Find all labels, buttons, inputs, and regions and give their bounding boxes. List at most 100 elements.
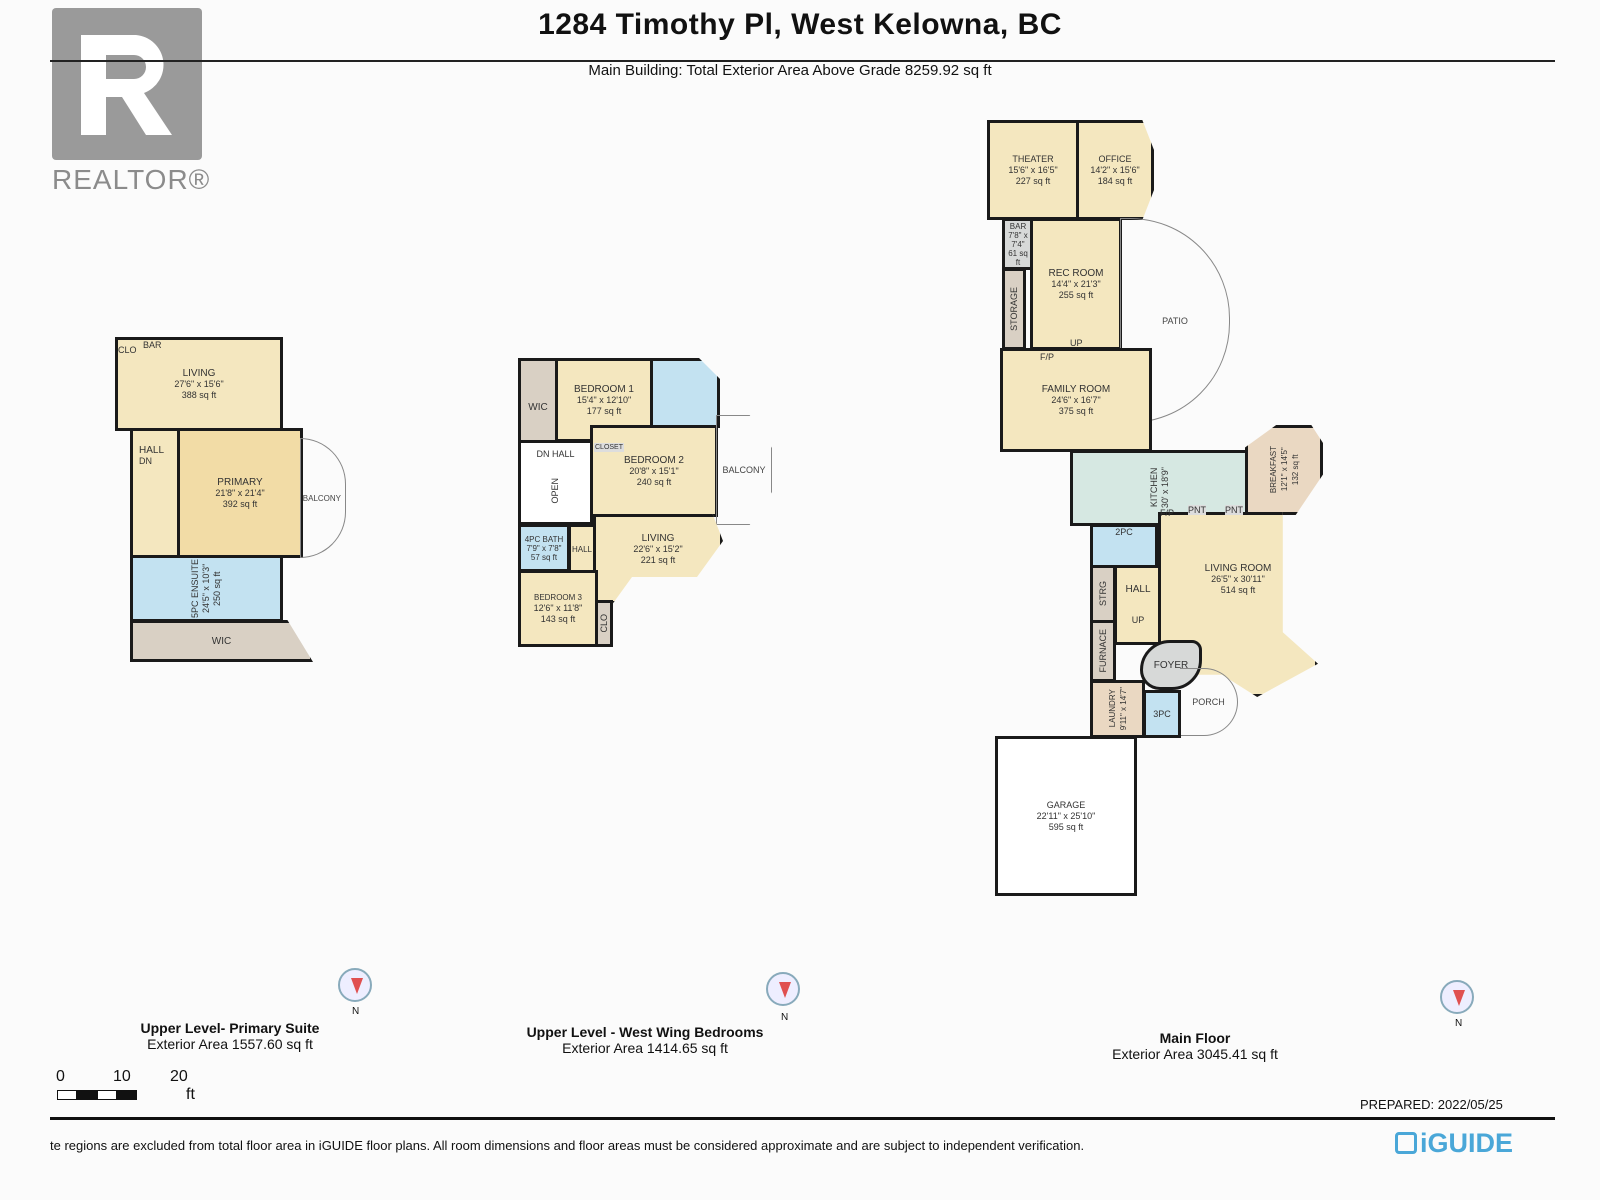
room-bedroom-2: BEDROOM 2 20'8" x 15'1" 240 sq ft: [590, 425, 718, 517]
room-dims: 15'6" x 16'5": [1008, 164, 1058, 175]
patio-label: PATIO: [1162, 315, 1188, 326]
room-name: STORAGE: [1008, 287, 1019, 331]
room-dims: 7'9" x 7'8": [526, 543, 562, 553]
scale-segment: [117, 1090, 137, 1100]
north-label: N: [352, 1006, 360, 1017]
room-area: 177 sq ft: [586, 405, 622, 416]
level-name: Main Floor: [1159, 1030, 1231, 1046]
scale-tick: 10: [113, 1068, 131, 1085]
room-area: 184 sq ft: [1097, 175, 1133, 186]
room-dims: 22'11" x 25'10": [1036, 810, 1096, 821]
realtor-logo-text: REALTOR®: [52, 164, 211, 195]
north-label: N: [1455, 1018, 1463, 1029]
room-storage: STORAGE: [1002, 268, 1026, 350]
label-closet: CLOSET: [594, 443, 625, 452]
prepared-date: PREPARED: 2022/05/25: [1360, 1097, 1503, 1112]
room-dims: 26'5" x 30'11": [1211, 574, 1265, 584]
stairs-up-label: UP: [1131, 615, 1145, 625]
scale-segment: [57, 1090, 77, 1100]
room-name: FURNACE: [1097, 629, 1108, 673]
porch-label: PORCH: [1192, 697, 1225, 707]
room-name: LIVING ROOM: [1204, 563, 1272, 574]
label-fireplace: F/P: [1040, 352, 1055, 362]
room-area: 221 sq ft: [640, 554, 676, 565]
level-name: Upper Level- Primary Suite: [140, 1020, 320, 1036]
room-family-room: FAMILY ROOM 24'6" x 16'7" 375 sq ft: [1000, 348, 1152, 452]
room-name: LIVING: [182, 367, 216, 379]
label-pantry: PNT: [1188, 505, 1206, 515]
room-wic: WIC: [130, 620, 313, 662]
porch: PORCH: [1180, 668, 1238, 736]
room-dims: 24'5" x 10'3": [201, 563, 211, 614]
room-name: BEDROOM 3: [533, 593, 582, 602]
realtor-r-icon: [81, 35, 172, 135]
room-name: BREAKFAST: [1268, 446, 1278, 494]
room-area: 250 sq ft: [212, 571, 222, 606]
room-living: LIVING 22'6" x 15'2" 221 sq ft: [593, 514, 723, 604]
room-5pc-ensuite: 5PC ENSUITE 24'5" x 10'3" 250 sq ft: [130, 555, 283, 622]
room-name: BEDROOM 2: [623, 454, 684, 466]
room-4pc-bath: 4PC BATH 7'9" x 7'8" 57 sq ft: [518, 524, 570, 572]
level-area: Exterior Area 3045.41 sq ft: [1112, 1046, 1278, 1062]
room-garage: GARAGE 22'11" x 25'10" 595 sq ft: [995, 736, 1137, 896]
room-dims: 14'4" x 21'3": [1051, 278, 1101, 289]
room-wic: WIC: [518, 358, 558, 456]
room-name: LAUNDRY: [1107, 689, 1117, 729]
room-area: 227 sq ft: [1015, 175, 1051, 186]
room-name: BEDROOM 1: [573, 383, 634, 395]
room-rec-room: REC ROOM 14'4" x 21'3" 255 sq ft: [1030, 218, 1122, 350]
room-area: 595 sq ft: [1048, 821, 1084, 832]
room-dims: 15'4" x 12'10": [576, 394, 632, 405]
realtor-logo: [52, 8, 202, 160]
room-name: THEATER: [1012, 153, 1054, 164]
room-hall: HALL UP: [1114, 565, 1162, 645]
room-primary: PRIMARY 21'8" x 21'4" 392 sq ft: [177, 428, 303, 558]
balcony: BALCONY: [716, 415, 772, 525]
room-name: 5PC ENSUITE: [190, 558, 200, 618]
room-name: FAMILY ROOM: [1041, 383, 1111, 395]
room-name: HALL: [1125, 584, 1151, 595]
room-name: HALL: [571, 544, 592, 554]
room-living: LIVING 27'6" x 15'6" 388 sq ft: [115, 337, 283, 431]
stairs-down-label: DN: [536, 449, 550, 459]
room-name: HALL: [139, 445, 165, 456]
room-clo: CLO: [595, 600, 613, 647]
room-dims: 7'8" x 7'4": [1008, 230, 1028, 249]
north-label: N: [781, 1012, 789, 1023]
iguide-icon: [1395, 1132, 1417, 1154]
scale-segment: [77, 1090, 97, 1100]
room-area: 388 sq ft: [181, 389, 217, 400]
room-name: WIC: [528, 401, 548, 413]
hall-label: HALL: [552, 449, 575, 459]
north-arrow-icon: [338, 968, 372, 1002]
disclaimer: te regions are excluded from total floor…: [50, 1138, 1085, 1153]
room-foyer: FOYER: [1140, 640, 1202, 690]
label-up: UP: [1070, 338, 1083, 348]
page-subtitle: Main Building: Total Exterior Area Above…: [588, 62, 992, 79]
room-dims: 14'2" x 15'6": [1090, 164, 1140, 175]
label-clo: CLO: [118, 345, 137, 355]
room-name: KITCHEN: [1149, 468, 1159, 508]
room-area: 143 sq ft: [540, 614, 576, 624]
room-dims: 20'8" x 15'1": [629, 465, 679, 476]
scale-segment: [97, 1090, 117, 1100]
label-pantry-2: PNT: [1225, 505, 1243, 515]
balcony-label: BALCONY: [722, 465, 766, 475]
scale-tick: 0: [56, 1068, 65, 1085]
room-dims: 12'6" x 11'8": [533, 603, 583, 613]
divider: [50, 1117, 1555, 1120]
room-strg: STRG: [1090, 565, 1116, 623]
divider: [50, 60, 1555, 62]
page-title: 1284 Timothy Pl, West Kelowna, BC: [538, 8, 1062, 41]
room-name: GARAGE: [1046, 799, 1086, 810]
room-dims: 9'11" x 14'7": [1118, 687, 1128, 731]
scale-tick: 20: [170, 1068, 188, 1085]
north-arrow-icon: [1440, 980, 1474, 1014]
room-office: OFFICE 14'2" x 15'6" 184 sq ft: [1076, 120, 1154, 220]
